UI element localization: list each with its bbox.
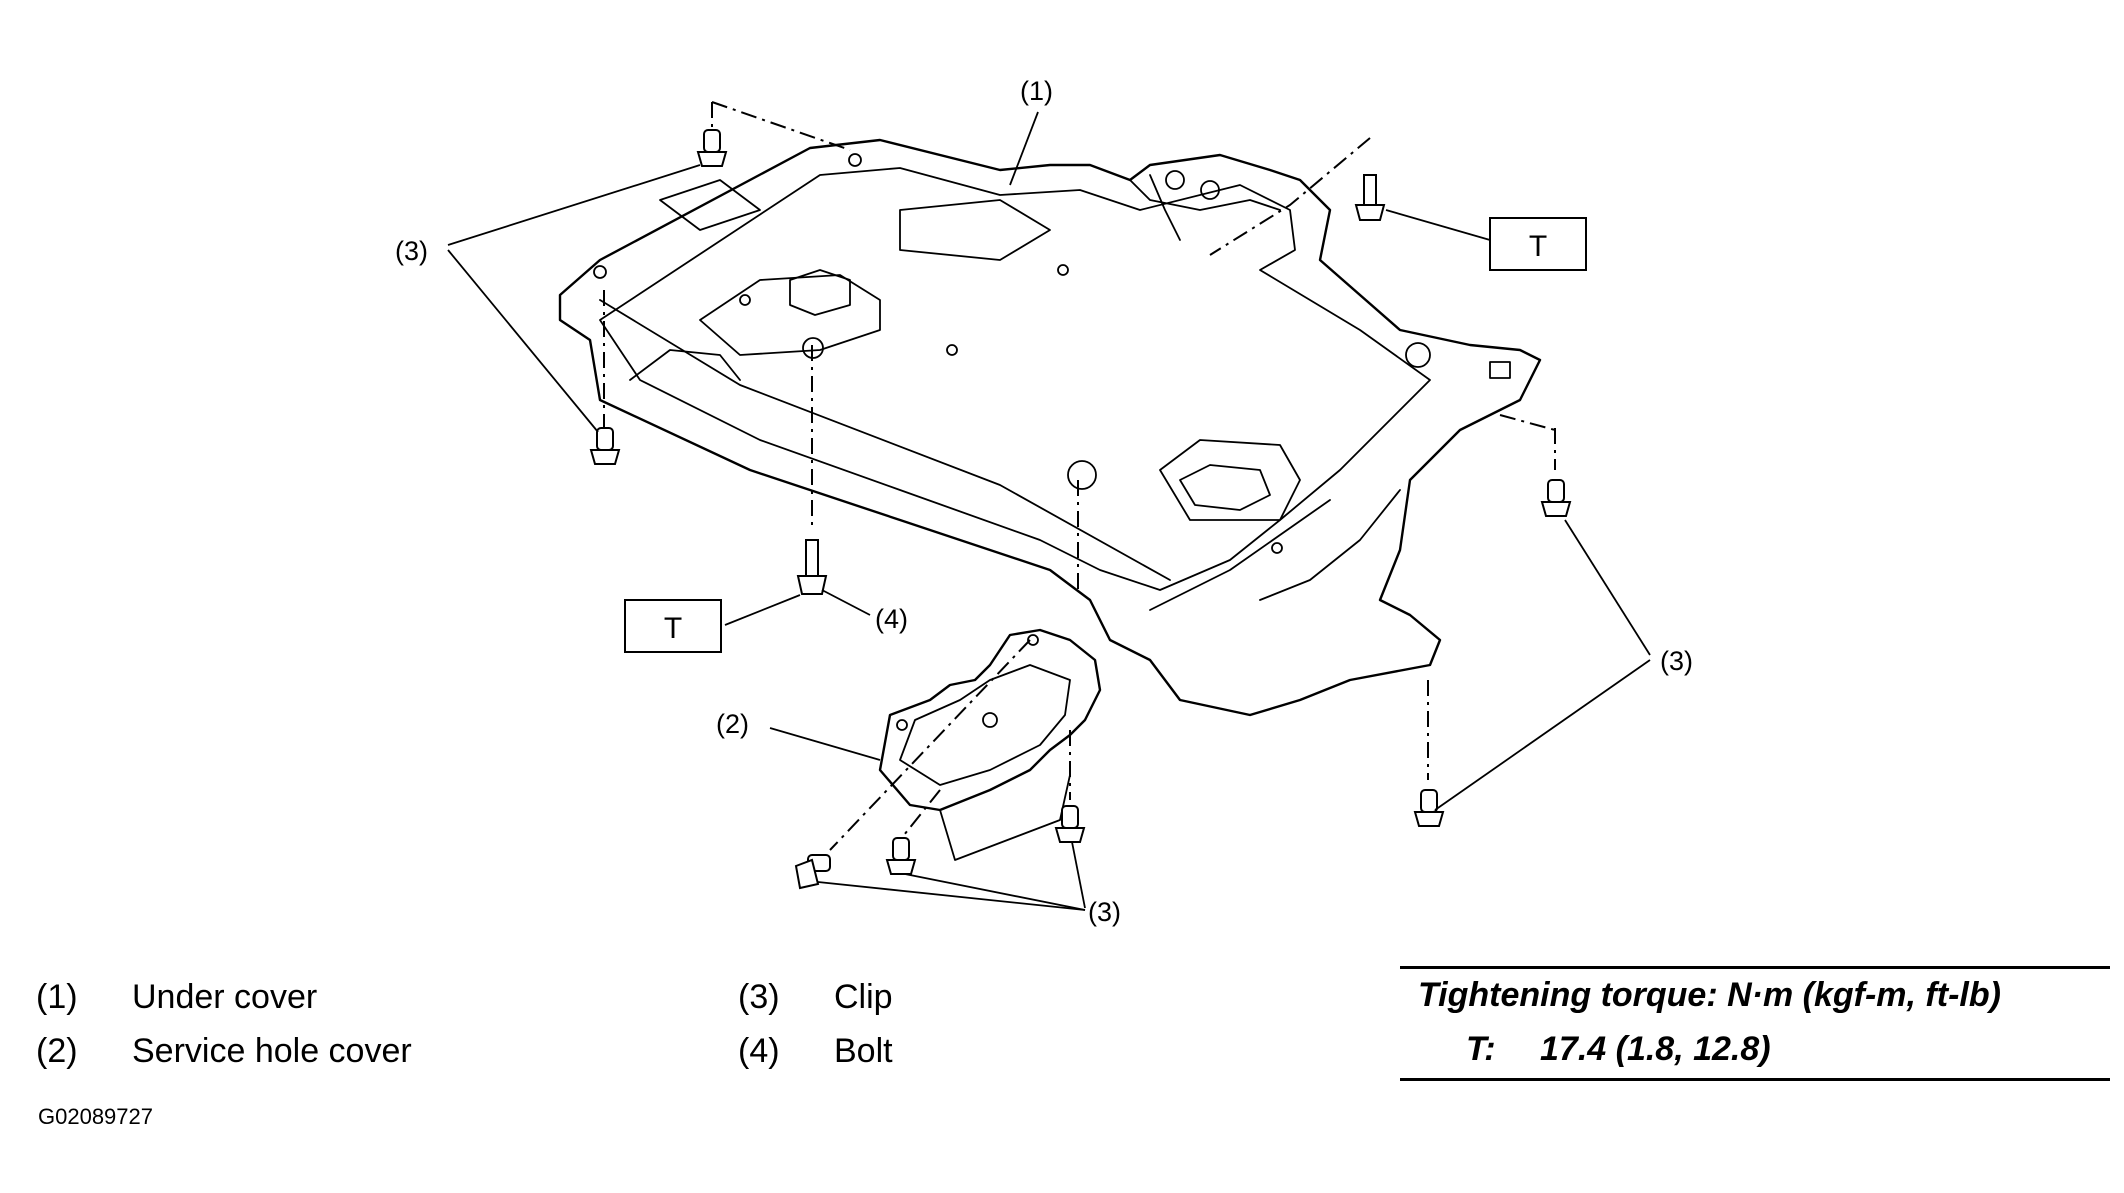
callout-clip-right: (3) [1660, 646, 1693, 676]
callout-under-cover: (1) [1020, 76, 1053, 106]
torque-bottom-rule [1400, 1078, 2110, 1081]
bolt-upper-right-icon [1354, 174, 1386, 221]
torque-box-left [624, 599, 722, 653]
clip-upper-left-icon [696, 129, 728, 167]
torque-value: 17.4 (1.8, 12.8) [1540, 1030, 1771, 1068]
clip-left-icon [589, 427, 621, 465]
torque-mark-left: T [664, 612, 682, 645]
torque-title: Tightening torque: N·m (kgf-m, ft-lb) [1418, 976, 2001, 1014]
legend-num-3: (3) [738, 978, 780, 1016]
torque-box-right [1489, 217, 1587, 271]
figure-code: G02089727 [38, 1104, 153, 1129]
legend-num-4: (4) [738, 1032, 780, 1070]
clip-right-icon [1540, 479, 1572, 517]
callout-service-cover: (2) [716, 709, 749, 739]
torque-key: T: [1466, 1030, 1496, 1068]
torque-top-rule [1400, 966, 2110, 969]
legend-label-1: Under cover [132, 978, 318, 1016]
clip-service-1-icon [794, 854, 831, 890]
bolt-icon [796, 539, 828, 595]
callout-bolt: (4) [875, 604, 908, 634]
torque-mark-right: T [1529, 230, 1547, 263]
clip-lower-right-icon [1413, 789, 1445, 827]
clip-service-2-icon [885, 837, 917, 875]
callout-clip-bottom: (3) [1088, 897, 1121, 927]
leader-lines [447, 111, 1651, 911]
clip-service-3-icon [1054, 805, 1086, 843]
under-cover-part [558, 138, 1542, 717]
callout-clip-left: (3) [395, 236, 428, 266]
alignment-lines [603, 101, 1556, 851]
legend-num-2: (2) [36, 1032, 78, 1070]
service-hole-cover-part [878, 628, 1102, 861]
legend-label-2: Service hole cover [132, 1032, 412, 1070]
legend-label-3: Clip [834, 978, 893, 1016]
legend-num-1: (1) [36, 978, 78, 1016]
legend-label-4: Bolt [834, 1032, 893, 1070]
